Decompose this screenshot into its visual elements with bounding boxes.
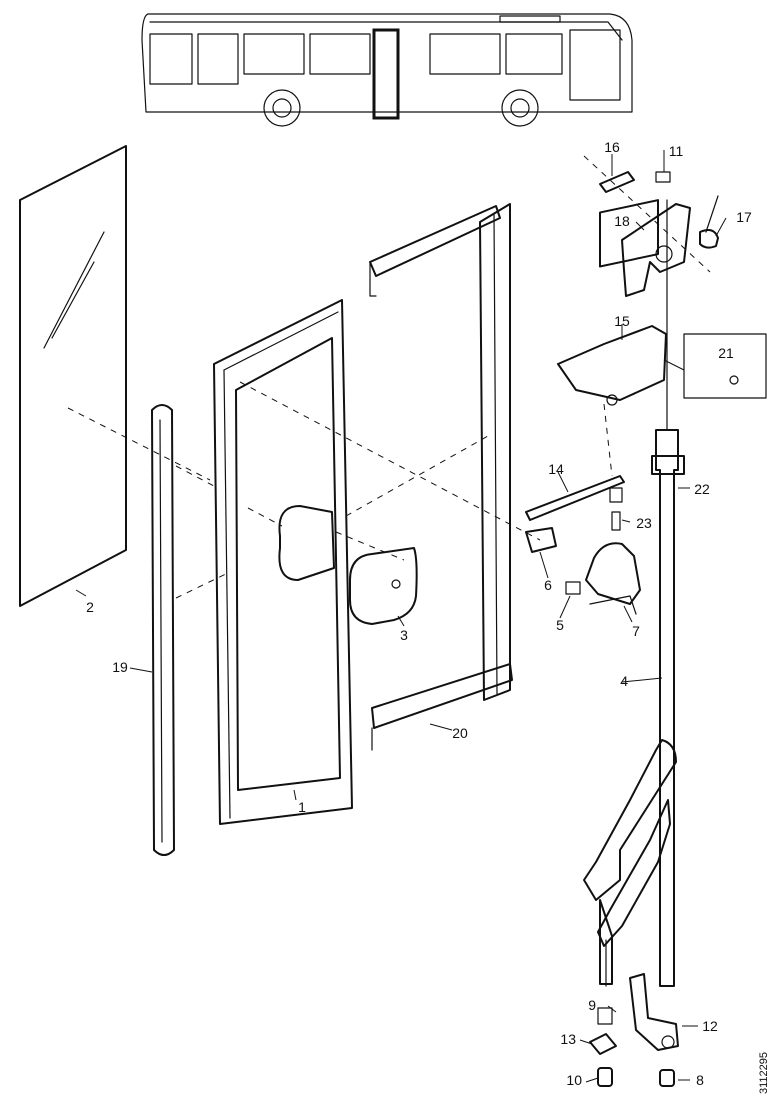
part-14-rod bbox=[525, 475, 625, 521]
callout-16: 16 bbox=[604, 139, 620, 155]
callout-21: 21 bbox=[718, 345, 734, 361]
reference-code: 3112295 bbox=[758, 1052, 770, 1094]
callout-7: 7 bbox=[632, 623, 640, 639]
callout-19: 19 bbox=[112, 659, 128, 675]
door-frame bbox=[213, 299, 353, 825]
part-11-nut bbox=[655, 171, 671, 183]
part-5-nut bbox=[565, 581, 581, 595]
callout-13: 13 bbox=[560, 1031, 576, 1047]
callout-18: 18 bbox=[614, 213, 630, 229]
callout-12: 12 bbox=[702, 1018, 718, 1034]
callout-6: 6 bbox=[544, 577, 552, 593]
part-12-bracket bbox=[629, 973, 679, 1051]
outer-frame bbox=[369, 203, 513, 751]
upper-mounting-hardware bbox=[557, 171, 767, 406]
part-17-fitting bbox=[699, 229, 719, 249]
part-8-cap bbox=[659, 1069, 675, 1087]
part-16-plate bbox=[599, 171, 635, 193]
part-15-housing bbox=[557, 325, 667, 401]
part-22-bushing bbox=[609, 487, 623, 503]
bottom-rail bbox=[371, 663, 513, 729]
callout-8: 8 bbox=[696, 1072, 704, 1088]
callout-9: 9 bbox=[588, 997, 596, 1013]
part-7-lever bbox=[585, 542, 641, 605]
part-23-bolt bbox=[611, 511, 621, 531]
part-21-detail-box bbox=[683, 333, 767, 399]
callout-2: 2 bbox=[86, 599, 94, 615]
bus-overview-illustration bbox=[141, 13, 633, 127]
door-shaft bbox=[583, 199, 685, 987]
callout-3: 3 bbox=[400, 627, 408, 643]
callout-1: 1 bbox=[298, 799, 306, 815]
callout-14: 14 bbox=[548, 461, 564, 477]
callout-22: 22 bbox=[694, 481, 710, 497]
callout-10: 10 bbox=[566, 1072, 582, 1088]
callout-17: 17 bbox=[736, 209, 752, 225]
linkage-hardware bbox=[525, 475, 641, 615]
callout-23: 23 bbox=[636, 515, 652, 531]
leader-lines bbox=[75, 150, 727, 1083]
part-6-pin bbox=[525, 527, 557, 553]
lower-hardware bbox=[589, 973, 679, 1087]
glass-pane bbox=[19, 145, 127, 607]
part-10-cap bbox=[597, 1067, 613, 1087]
handle-plate bbox=[349, 547, 418, 625]
part-13-clip bbox=[589, 1033, 617, 1055]
seal-strip bbox=[151, 404, 175, 856]
callout-15: 15 bbox=[614, 313, 630, 329]
assembly-guides bbox=[67, 155, 711, 599]
callout-11: 11 bbox=[669, 143, 684, 159]
callout-20: 20 bbox=[452, 725, 468, 741]
door-highlight bbox=[372, 28, 400, 120]
part-9-bushing bbox=[597, 1007, 613, 1025]
part-18-bracket bbox=[621, 203, 691, 297]
callout-4: 4 bbox=[620, 673, 628, 689]
callout-labels: 1 2 3 4 5 6 7 8 9 10 11 12 13 14 15 16 1… bbox=[86, 139, 752, 1088]
callout-5: 5 bbox=[556, 617, 564, 633]
